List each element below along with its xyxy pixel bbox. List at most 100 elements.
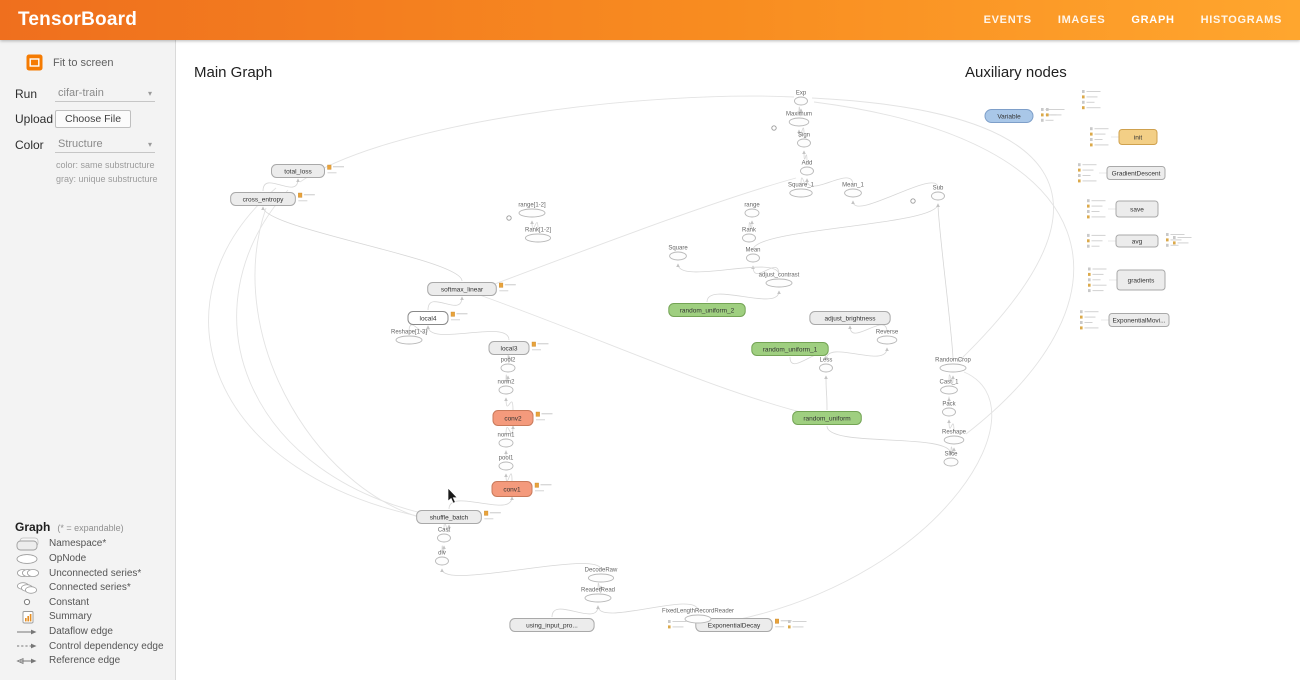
graph-node-p1[interactable]: pool1 <box>498 456 514 471</box>
node-summary-annotation <box>327 164 344 174</box>
legend-item-label: Unconnected series* <box>49 567 142 579</box>
graph-node-ed[interactable]: ExponentialDecay <box>695 618 792 632</box>
legend-item-unconnected-series: Unconnected series* <box>15 566 169 581</box>
graph-node-ls[interactable]: Less <box>819 358 833 373</box>
nav-histograms[interactable]: HISTOGRAMS <box>1200 14 1282 26</box>
graph-node-exp[interactable]: Exp <box>794 91 808 106</box>
aux-node-annotations <box>1080 310 1099 330</box>
graph-node-pk[interactable]: Pack <box>942 402 957 417</box>
aux-node-ema[interactable]: ExponentialMovi... <box>1108 313 1170 327</box>
svg-text:Square: Square <box>668 246 688 252</box>
fit-to-screen-button[interactable] <box>26 54 43 71</box>
legend-item-label: Summary <box>49 611 92 623</box>
aux-node-var[interactable]: Variable <box>984 109 1034 123</box>
graph-node-cst[interactable]: Cast <box>437 528 451 543</box>
graph-node-flrr[interactable]: FixedLengthRecordReader <box>662 609 734 624</box>
graph-node-actr[interactable]: adjust_contrast <box>759 273 800 288</box>
graph-node-rr[interactable]: ReaderRead <box>581 588 615 603</box>
graph-node-rk[interactable]: Rank <box>742 228 757 243</box>
top-nav: EVENTS IMAGES GRAPH HISTOGRAMS <box>984 14 1282 26</box>
graph-node-add[interactable]: Add <box>800 161 814 176</box>
aux-node-init[interactable]: init <box>1118 129 1158 145</box>
choose-file-button[interactable]: Choose File <box>55 110 132 128</box>
legend-item-namespace: Namespace* <box>15 537 169 552</box>
graph-node-sl[interactable]: Slice <box>943 452 959 467</box>
graph-node-n2[interactable]: norm2 <box>497 380 515 395</box>
node-summary-annotation <box>775 618 792 628</box>
graph-node-sign[interactable]: Sign <box>797 133 811 148</box>
svg-text:local4: local4 <box>420 315 437 322</box>
graph-node-max[interactable]: Maximum <box>786 112 812 127</box>
aux-node-gd[interactable]: GradientDescent <box>1106 166 1166 180</box>
graph-node-c2[interactable]: conv2 <box>492 410 553 426</box>
graph-node-p2[interactable]: pool2 <box>500 358 516 373</box>
graph-node-l3[interactable]: local3 <box>488 341 549 355</box>
svg-text:FixedLengthRecordReader: FixedLengthRecordReader <box>662 609 734 615</box>
legend-item-label: Constant <box>49 596 90 608</box>
graph-node-dv[interactable]: div <box>435 551 449 566</box>
svg-text:conv2: conv2 <box>504 415 522 422</box>
graph-node-rs13[interactable]: Reshape[1-3] <box>391 330 427 345</box>
graph-node-r12[interactable]: range[1-2] <box>518 203 546 218</box>
graph-node-k12[interactable]: Rank[1-2] <box>524 228 551 243</box>
graph-node-n1[interactable]: norm1 <box>497 433 515 448</box>
graph-node-mn[interactable]: Mean <box>745 248 761 263</box>
svg-text:Rank[1-2]: Rank[1-2] <box>525 228 551 234</box>
run-select[interactable]: cifar-train ▾ <box>55 85 155 102</box>
svg-text:save: save <box>1130 206 1144 213</box>
graph-node-ab[interactable]: adjust_brightness <box>809 311 891 325</box>
graph-node-ru2[interactable]: random_uniform_2 <box>668 303 746 317</box>
node-summary-annotation <box>535 411 553 421</box>
svg-text:conv1: conv1 <box>503 486 521 493</box>
graph-node-const[interactable] <box>771 125 777 131</box>
legend-item-label: Reference edge <box>49 655 121 667</box>
graph-node-sm[interactable]: softmax_linear <box>427 282 516 296</box>
nav-events[interactable]: EVENTS <box>983 14 1032 26</box>
graph-node-const[interactable] <box>506 215 512 221</box>
color-help-text: color: same substructure gray: unique su… <box>0 157 175 186</box>
graph-node-ru1[interactable]: random_uniform_1 <box>751 342 829 356</box>
svg-text:GradientDescent: GradientDescent <box>1112 170 1161 177</box>
legend-item-label: Control dependency edge <box>49 640 164 652</box>
aux-node-avg[interactable]: avg <box>1115 234 1159 248</box>
aux-node-annotations <box>1046 108 1065 117</box>
graph-node-rge[interactable]: range <box>744 203 760 218</box>
graph-node-dr[interactable]: DecodeRaw <box>585 568 618 583</box>
graph-node-sq1[interactable]: Square_1 <box>788 183 815 198</box>
svg-text:Sign: Sign <box>798 133 810 139</box>
graph-node-rev[interactable]: Reverse <box>876 330 899 345</box>
aux-node-annotations <box>1088 267 1107 293</box>
graph-node-const[interactable] <box>910 198 916 204</box>
graph-node-mean1[interactable]: Mean_1 <box>842 183 865 198</box>
nav-images[interactable]: IMAGES <box>1057 14 1106 26</box>
graph-node-ru[interactable]: random_uniform <box>792 411 862 425</box>
svg-text:pool1: pool1 <box>499 456 514 462</box>
graph-node-rs[interactable]: Reshape <box>942 430 967 445</box>
run-label: Run <box>15 86 38 101</box>
opnode-icon <box>15 551 49 567</box>
namespace-icon <box>15 536 49 552</box>
aux-node-save[interactable]: save <box>1115 200 1159 218</box>
graph-node-tl[interactable]: total_loss <box>271 164 345 178</box>
graph-node-sub[interactable]: Sub <box>931 186 945 201</box>
nav-graph[interactable]: GRAPH <box>1131 14 1175 26</box>
aux-node-annotations <box>1087 199 1106 219</box>
graph-node-sb[interactable]: shuffle_batch <box>416 510 501 524</box>
graph-node-uip[interactable]: using_input_pro... <box>509 618 595 632</box>
aux-node-grads[interactable]: gradients <box>1116 269 1166 291</box>
graph-node-ce[interactable]: cross_entropy <box>230 192 315 206</box>
color-select[interactable]: Structure ▾ <box>55 136 155 153</box>
aux-node-annotations <box>788 620 807 629</box>
graph-node-c1o[interactable]: Cast_1 <box>939 380 959 395</box>
graph-node-rc[interactable]: RandomCrop <box>935 358 972 373</box>
run-row: Run cifar-train ▾ <box>0 81 175 106</box>
svg-text:random_uniform_1: random_uniform_1 <box>763 346 818 353</box>
graph-node-l4[interactable]: local4 <box>407 311 468 325</box>
svg-text:avg: avg <box>1132 238 1143 245</box>
graph-node-c1[interactable]: conv1 <box>491 481 552 497</box>
graph-node-sqr[interactable]: Square <box>668 246 688 261</box>
